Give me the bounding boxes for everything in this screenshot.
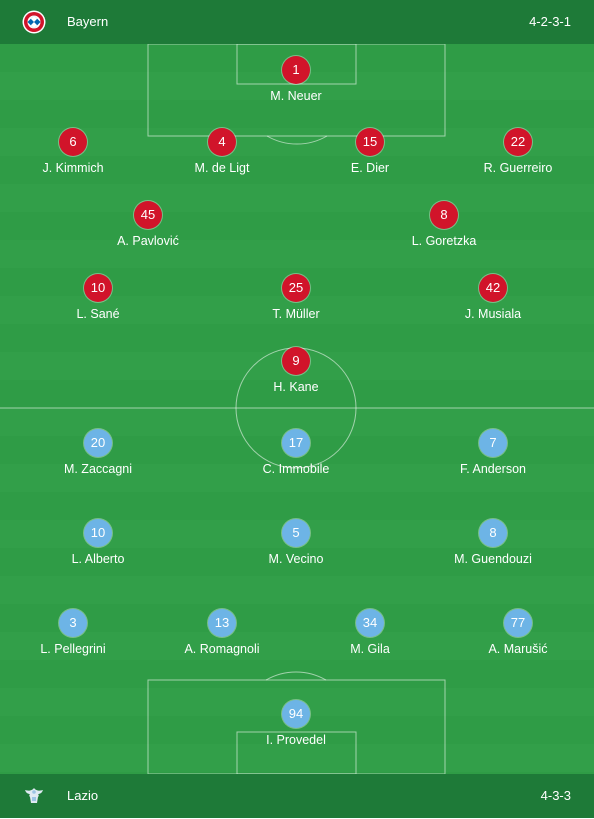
player-name: J. Kimmich [42,161,104,175]
shirt-number: 3 [59,609,87,637]
shirt-number: 7 [479,429,507,457]
player-name: J. Musiala [464,307,522,321]
shirt-number: 22 [504,128,532,156]
player-home-10[interactable]: 42 J. Musiala [423,274,563,321]
shirt-number: 45 [134,201,162,229]
player-home-9[interactable]: 25 T. Müller [226,274,366,321]
player-away-5[interactable]: 5 M. Vecino [226,519,366,566]
shirt-number: 10 [84,274,112,302]
player-name: L. Alberto [71,552,125,566]
shirt-number: 10 [84,519,112,547]
player-home-4[interactable]: 15 E. Dier [300,128,440,175]
player-away-1[interactable]: 20 M. Zaccagni [28,429,168,476]
player-name: R. Guerreiro [483,161,553,175]
player-name: A. Pavlović [117,234,179,248]
home-team-name: Bayern [67,14,109,29]
shirt-number: 77 [504,609,532,637]
shirt-number: 94 [282,700,310,728]
shirt-number: 4 [208,128,236,156]
player-name: M. de Ligt [194,161,250,175]
home-team-bar: Bayern 4-2-3-1 [0,0,594,44]
player-away-3[interactable]: 7 F. Anderson [423,429,563,476]
player-home-2[interactable]: 6 J. Kimmich [3,128,143,175]
player-home-8[interactable]: 10 L. Sané [28,274,168,321]
player-name: M. Guendouzi [454,552,532,566]
player-home-6[interactable]: 45 A. Pavlović [78,201,218,248]
player-home-5[interactable]: 22 R. Guerreiro [448,128,588,175]
player-away-7[interactable]: 3 L. Pellegrini [3,609,143,656]
player-name: M. Neuer [270,89,322,103]
shirt-number: 42 [479,274,507,302]
player-away-9[interactable]: 34 M. Gila [300,609,440,656]
lazio-eagle-logo-icon [25,788,43,803]
bayern-logo-icon [22,10,46,34]
player-name: M. Gila [350,642,390,656]
shirt-number: 34 [356,609,384,637]
player-away-11[interactable]: 94 I. Provedel [226,700,366,747]
player-away-8[interactable]: 13 A. Romagnoli [152,609,292,656]
player-name: L. Pellegrini [40,642,106,656]
player-name: H. Kane [273,380,319,394]
player-name: F. Anderson [459,462,526,476]
shirt-number: 13 [208,609,236,637]
shirt-number: 9 [282,347,310,375]
player-name: A. Romagnoli [184,642,260,656]
away-team-name: Lazio [67,788,99,803]
player-away-4[interactable]: 10 L. Alberto [28,519,168,566]
player-name: L. Goretzka [411,234,477,248]
shirt-number: 25 [282,274,310,302]
shirt-number: 20 [84,429,112,457]
player-name: M. Vecino [268,552,324,566]
player-name: E. Dier [350,161,390,175]
player-home-3[interactable]: 4 M. de Ligt [152,128,292,175]
pitch: 1 M. Neuer 6 J. Kimmich 4 M. de Ligt 15 … [0,44,594,774]
shirt-number: 8 [479,519,507,547]
away-team-bar: Lazio 4-3-3 [0,774,594,818]
shirt-number: 5 [282,519,310,547]
shirt-number: 1 [282,56,310,84]
player-home-7[interactable]: 8 L. Goretzka [374,201,514,248]
player-away-2[interactable]: 17 C. Immobile [226,429,366,476]
away-formation: 4-3-3 [540,788,571,803]
player-name: A. Marušić [488,642,548,656]
shirt-number: 6 [59,128,87,156]
player-away-6[interactable]: 8 M. Guendouzi [423,519,563,566]
player-home-11[interactable]: 9 H. Kane [226,347,366,394]
player-name: T. Müller [272,307,320,321]
shirt-number: 15 [356,128,384,156]
shirt-number: 17 [282,429,310,457]
player-home-1[interactable]: 1 M. Neuer [226,56,366,103]
shirt-number: 8 [430,201,458,229]
player-name: I. Provedel [266,733,326,747]
home-formation: 4-2-3-1 [529,14,571,29]
player-name: M. Zaccagni [63,462,133,476]
player-name: L. Sané [76,307,120,321]
player-name: C. Immobile [262,462,330,476]
player-away-10[interactable]: 77 A. Marušić [448,609,588,656]
